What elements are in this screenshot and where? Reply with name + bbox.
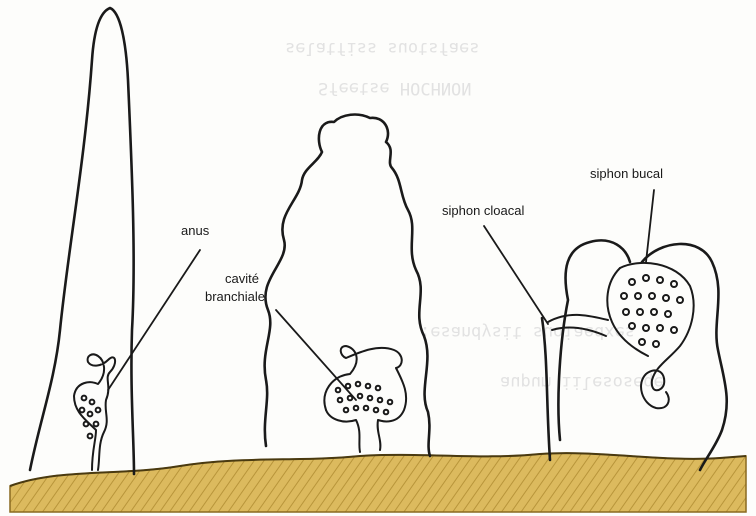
leader-line-cavite-branchiale xyxy=(276,310,356,400)
left-internal-organ xyxy=(74,354,115,470)
right-ascidian xyxy=(542,240,727,470)
label-siphon-bucal: siphon bucal xyxy=(590,166,663,182)
middle-internal-organ xyxy=(324,346,406,452)
left-ascidian xyxy=(30,8,134,474)
right-internal-organ xyxy=(548,263,694,408)
leader-line-anus xyxy=(108,250,200,390)
label-cavite-branchiale-line1: cavité xyxy=(225,271,259,287)
leader-line-siphon-cloacal xyxy=(484,226,548,324)
label-anus: anus xyxy=(181,223,209,239)
substrate-ground xyxy=(10,453,746,512)
label-siphon-cloacal: siphon cloacal xyxy=(442,203,524,219)
label-cavite-branchiale-line2: branchiale xyxy=(205,289,265,305)
